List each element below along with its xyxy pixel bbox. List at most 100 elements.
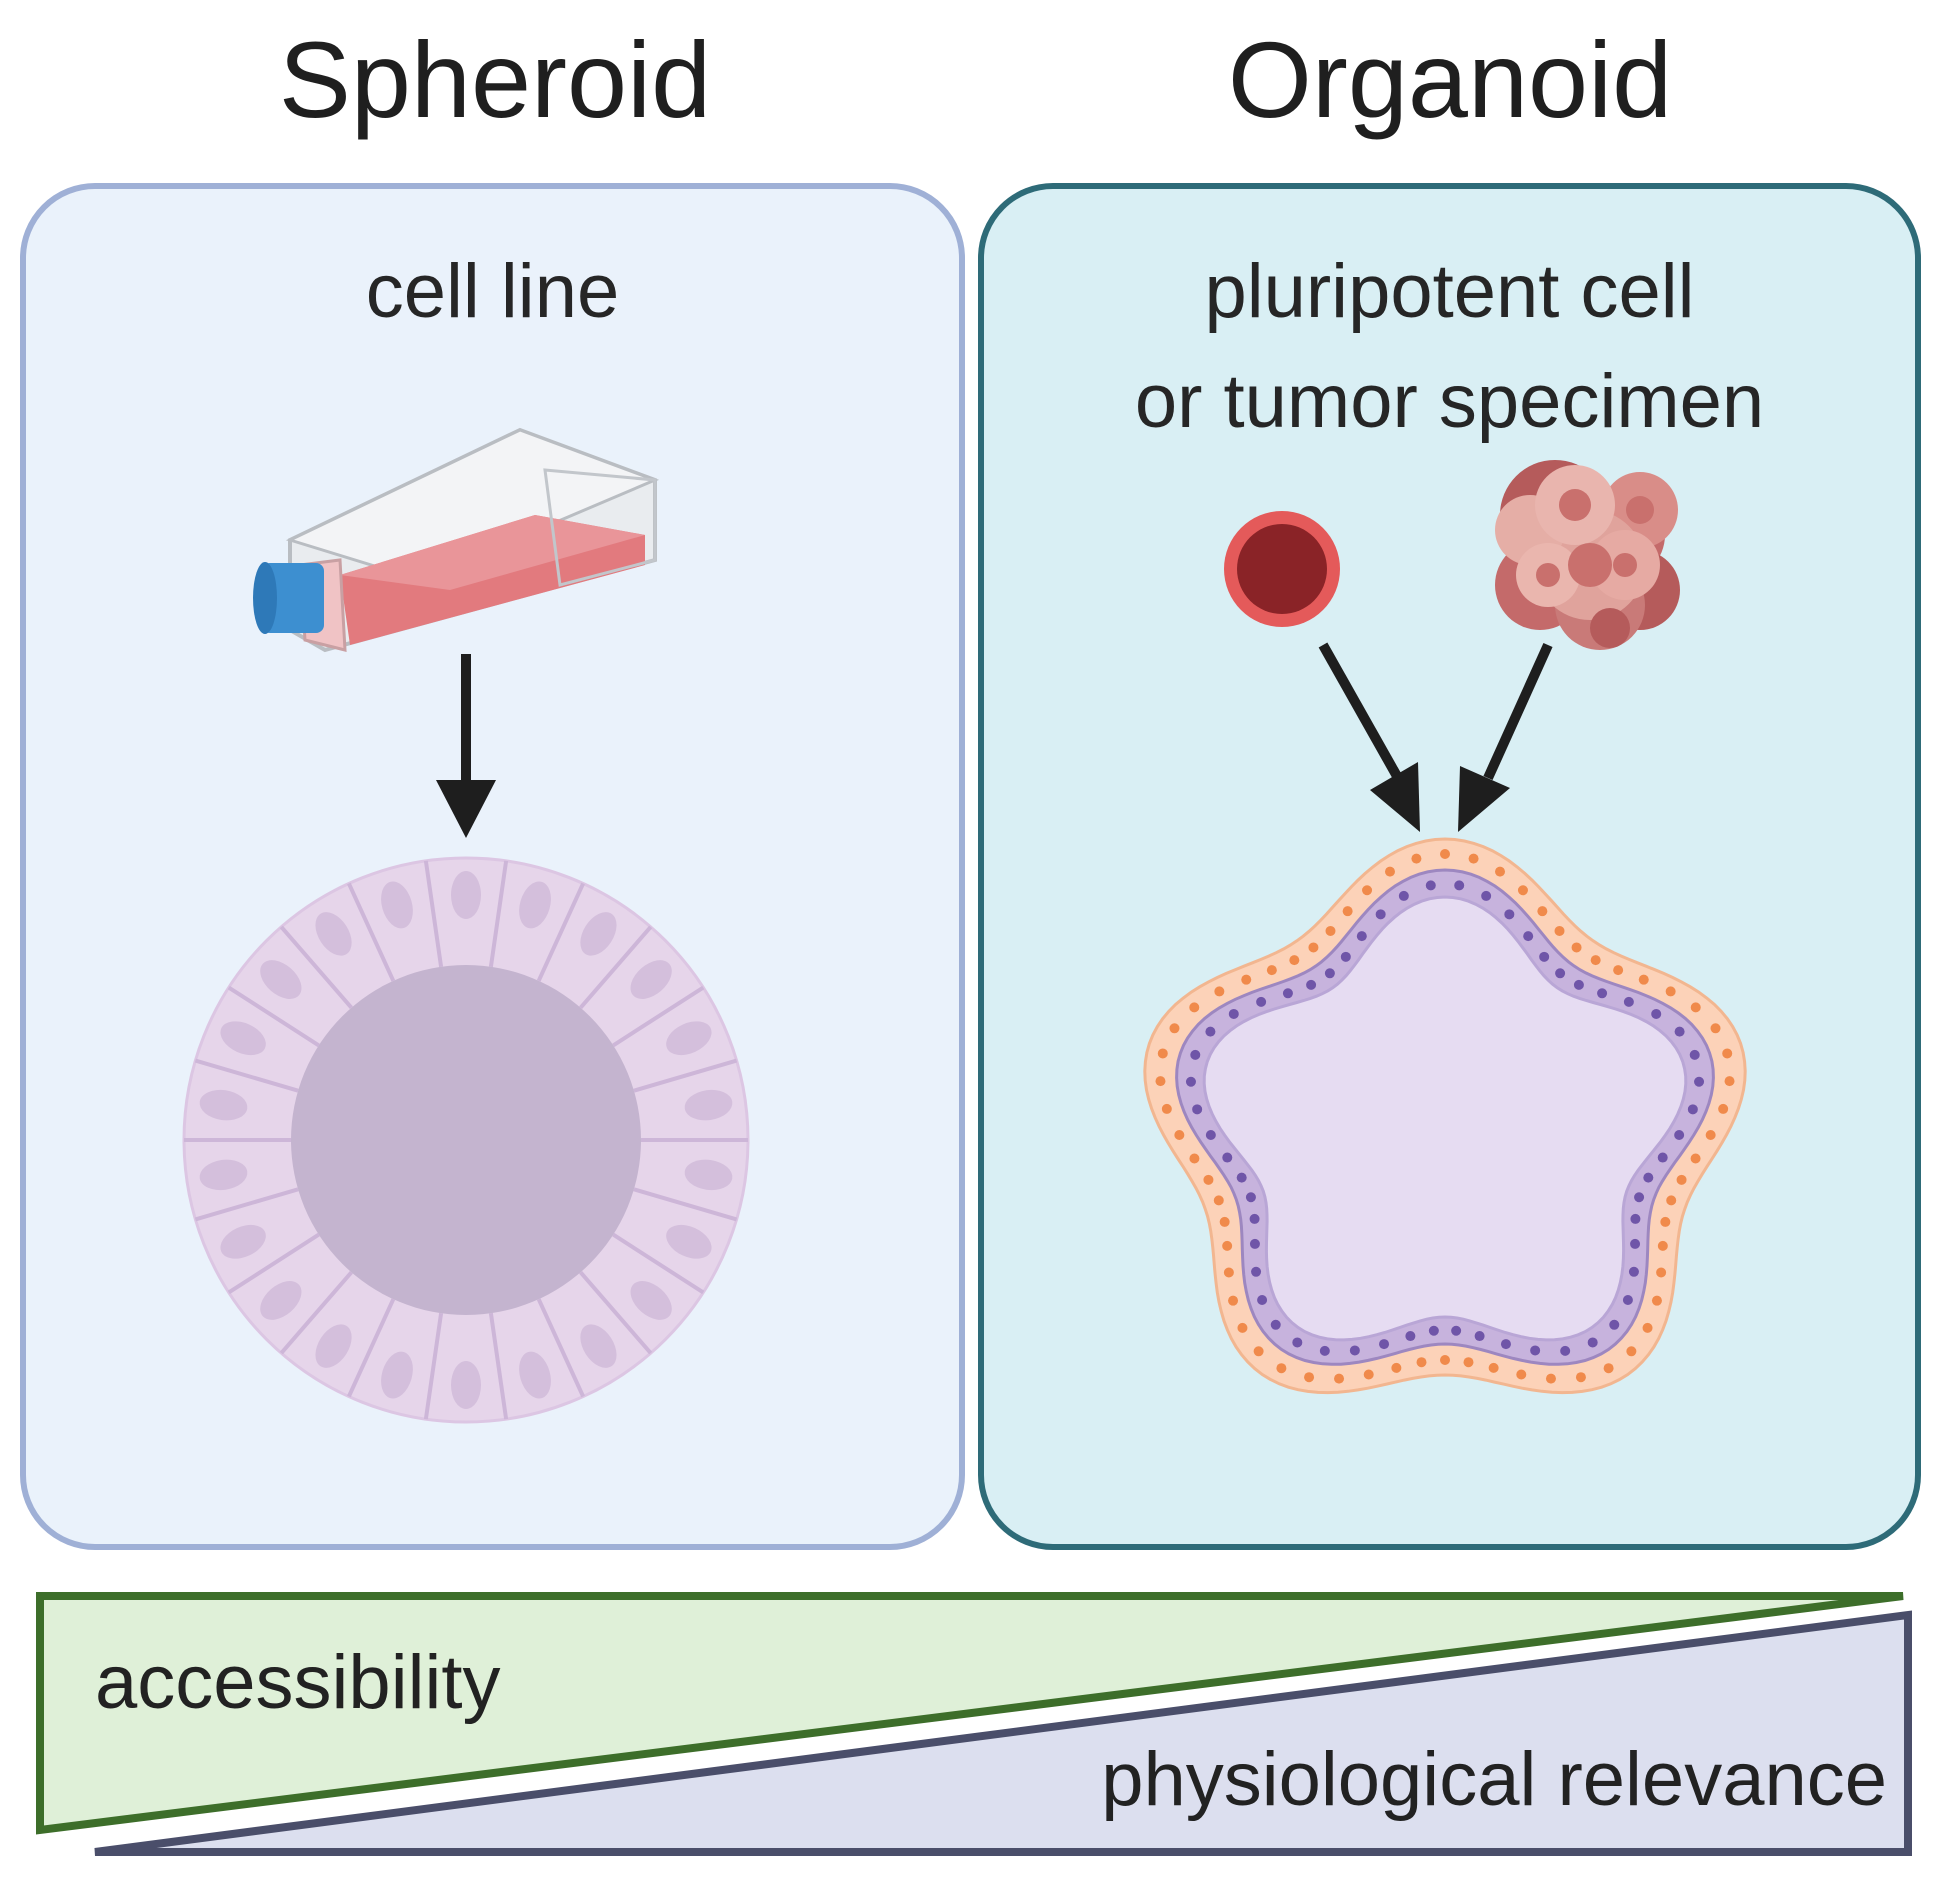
organoid-outer-nucleus — [1363, 1369, 1374, 1380]
organoid-outer-nucleus — [1228, 1295, 1239, 1306]
organoid-outer-nucleus — [1241, 974, 1252, 985]
organoid-inner-nucleus — [1657, 1152, 1668, 1163]
organoid-outer-nucleus — [1537, 906, 1548, 917]
organoid-outer-nucleus — [1705, 1130, 1716, 1140]
organoid-inner-nucleus — [1319, 1345, 1330, 1356]
organoid-title: Organoid — [1227, 19, 1673, 140]
spheroid-cell-nucleus — [630, 1281, 672, 1320]
organoid-inner-nucleus — [1375, 909, 1386, 920]
organoid-outer-nucleus — [1219, 1216, 1230, 1227]
spheroid-cell-boundary — [194, 1187, 299, 1222]
organoid-outer-nucleus — [1571, 942, 1582, 953]
organoid-outer-nucleus — [1554, 925, 1565, 936]
organoid-inner-nucleus — [1185, 1076, 1196, 1087]
organoid-inner-nucleus — [1504, 909, 1515, 920]
organoid-inner-nucleus — [1630, 1238, 1641, 1249]
organoid-outer-nucleus — [1161, 1103, 1172, 1114]
organoid-outer-nucleus — [1237, 1322, 1248, 1333]
organoid-inner-nucleus — [1379, 1339, 1390, 1350]
spheroid-cell-boundary — [612, 985, 705, 1048]
spheroid-cell-boundary — [536, 1298, 585, 1398]
organoid-inner-nucleus — [1398, 890, 1409, 901]
organoid-inner-nucleus — [1634, 1192, 1645, 1203]
organoid-inner-nucleus — [1282, 988, 1293, 999]
organoid-inner-nucleus — [1474, 1331, 1485, 1342]
spheroid-icon — [182, 856, 750, 1424]
organoid-inner-nucleus — [1236, 1172, 1247, 1183]
organoid-inner-nucleus — [1228, 1008, 1239, 1019]
organoid-inner-nucleus — [1587, 1337, 1598, 1348]
organoid-inner-nucleus — [1306, 979, 1317, 990]
organoid-inner-nucleus — [1622, 1295, 1633, 1306]
organoid-outer-nucleus — [1174, 1130, 1185, 1140]
organoid-outer-nucleus — [1603, 1363, 1614, 1374]
organoid-outer-nucleus — [1722, 1048, 1733, 1059]
organoid-outer-nucleus — [1440, 849, 1450, 859]
organoid-inner-nucleus — [1292, 1337, 1303, 1348]
organoid-outer-nucleus — [1266, 965, 1277, 976]
spheroid-cells — [184, 860, 748, 1420]
organoid-inner-nucleus — [1270, 1319, 1281, 1330]
organoid-inner-nucleus — [1689, 1049, 1700, 1060]
organoid-outer-nucleus — [1253, 1346, 1264, 1357]
spheroid-cell-boundary — [633, 1058, 738, 1093]
organoid-source-label-line1: pluripotent cell — [1204, 249, 1695, 334]
organoid-outer-nucleus — [1304, 1372, 1315, 1383]
spheroid-cell-nucleus — [451, 871, 481, 919]
converging-arrows-icon — [1318, 642, 1553, 832]
organoid-outer-nucleus — [1666, 1195, 1677, 1206]
organoid-inner-nucleus — [1205, 1130, 1216, 1140]
organoid-inner-nucleus — [1425, 880, 1436, 891]
organoid-outer-nucleus — [1626, 1346, 1637, 1357]
organoid-inner-nucleus — [1530, 1345, 1541, 1356]
spheroid-cell-boundary — [227, 985, 320, 1048]
spheroid-cell-boundary — [347, 1298, 396, 1398]
organoid-inner-nucleus — [1249, 1213, 1260, 1224]
organoid-outer-nucleus — [1222, 1240, 1233, 1251]
organoid-outer-nucleus — [1575, 1372, 1586, 1383]
spheroid-source-label: cell line — [365, 249, 620, 334]
organoid-inner-nucleus — [1192, 1104, 1203, 1115]
organoid-outer-nucleus — [1325, 925, 1336, 936]
organoid-outer-nucleus — [1157, 1048, 1168, 1059]
spheroid-cell-nucleus — [260, 960, 302, 999]
spheroid-cell-boundary — [279, 925, 353, 1010]
relevance-wedge — [94, 1610, 1912, 1856]
organoid-outer-nucleus — [1638, 974, 1649, 985]
organoid-outer-nucleus — [1651, 1295, 1662, 1306]
spheroid-cell-nucleus — [519, 881, 551, 929]
spheroid-cell-nucleus — [315, 1324, 352, 1368]
organoid-outer-nucleus — [1334, 1373, 1345, 1384]
spheroid-cell-nucleus — [451, 1361, 481, 1409]
organoid-inner-nucleus — [1674, 1026, 1685, 1037]
organoid-outer-nucleus — [1203, 1174, 1214, 1185]
organoid-inner-nucleus — [1687, 1104, 1698, 1115]
organoid-outer-nucleus — [1657, 1240, 1668, 1251]
organoid-outer-nucleus — [1416, 1357, 1427, 1368]
spheroid-cell-nucleus — [199, 1089, 248, 1121]
organoid-outer-nucleus — [1590, 955, 1601, 966]
organoid-inner-nucleus — [1609, 1319, 1620, 1330]
organoid-outer-nucleus — [1214, 986, 1225, 997]
organoid-inner-nucleus — [1481, 890, 1492, 901]
organoid-inner-nucleus — [1324, 968, 1335, 979]
organoid-inner-nucleus — [1245, 1192, 1256, 1203]
organoid-outer-nucleus — [1642, 1322, 1653, 1333]
organoid-source-label-line2: or tumor specimen — [1134, 359, 1765, 444]
organoid-inner-nucleus — [1205, 1026, 1216, 1037]
organoid-inner-nucleus — [1451, 1325, 1462, 1336]
organoid-inner-nucleus — [1651, 1008, 1662, 1019]
organoid-outer-nucleus — [1276, 1363, 1287, 1374]
organoid-inner-nucleus — [1249, 1238, 1260, 1249]
organoid-inner-nucleus — [1523, 931, 1534, 942]
organoid-inner-nucleus — [1349, 1345, 1360, 1356]
organoid-outer-nucleus — [1724, 1076, 1735, 1087]
spheroid-cell-boundary — [347, 882, 396, 982]
organoid-inner-nucleus — [1597, 988, 1608, 999]
organoid-inner-nucleus — [1340, 951, 1351, 962]
spheroid-cell-nucleus — [666, 1021, 712, 1056]
organoid-inner-nucleus — [1630, 1213, 1641, 1224]
organoid-outer-nucleus — [1169, 1023, 1180, 1034]
accessibility-wedge — [36, 1592, 1904, 1835]
organoid-inner-nucleus — [1560, 1345, 1571, 1356]
